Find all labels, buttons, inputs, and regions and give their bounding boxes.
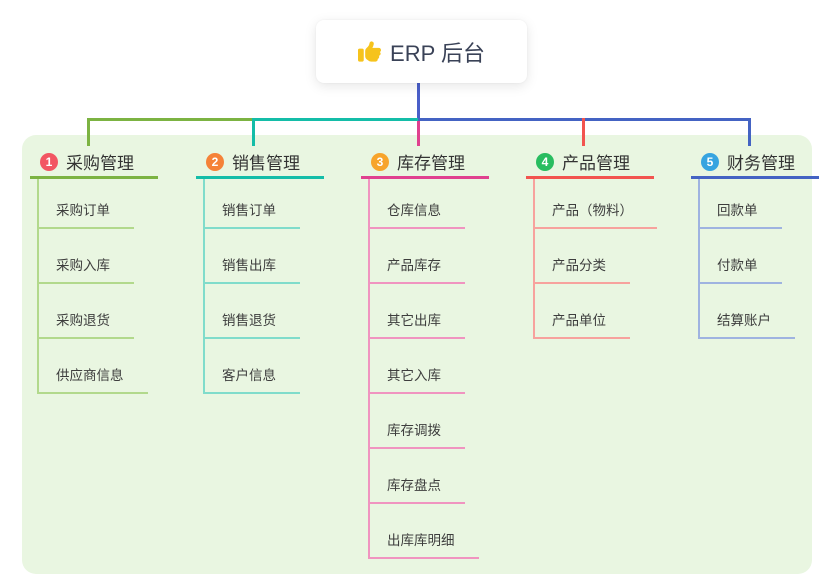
connector-child-spine-3 — [368, 176, 370, 559]
branch-number-badge: 1 — [40, 152, 58, 171]
connector-child-spine-5 — [698, 176, 700, 339]
branch-number-badge: 3 — [371, 152, 389, 171]
connector-drop-2 — [252, 118, 255, 146]
child-node-3-3[interactable]: 其它出库 — [368, 305, 465, 339]
connector-drop-4 — [582, 118, 585, 146]
branch-number-badge: 4 — [536, 152, 554, 171]
connector-child-spine-1 — [37, 176, 39, 394]
branch-number-badge: 2 — [206, 152, 224, 171]
child-node-2-3[interactable]: 销售退货 — [203, 305, 300, 339]
connector-child-spine-2 — [203, 176, 205, 394]
child-node-5-1[interactable]: 回款单 — [698, 195, 782, 229]
child-node-2-2[interactable]: 销售出库 — [203, 250, 300, 284]
child-node-3-1[interactable]: 仓库信息 — [368, 195, 465, 229]
branch-node-3[interactable]: 3 库存管理 — [361, 147, 489, 179]
connector-drop-3 — [417, 121, 420, 146]
child-node-3-7[interactable]: 出库库明细 — [368, 525, 479, 559]
root-label: ERP 后台 — [390, 40, 485, 66]
child-node-5-2[interactable]: 付款单 — [698, 250, 782, 284]
child-node-1-3[interactable]: 采购退货 — [37, 305, 134, 339]
child-node-3-4[interactable]: 其它入库 — [368, 360, 465, 394]
child-node-4-1[interactable]: 产品（物料） — [533, 195, 657, 229]
child-node-1-4[interactable]: 供应商信息 — [37, 360, 148, 394]
child-node-4-2[interactable]: 产品分类 — [533, 250, 630, 284]
mindmap-background-panel — [22, 135, 812, 574]
branch-label: 财务管理 — [727, 154, 795, 173]
root-node[interactable]: ERP 后台 — [316, 20, 527, 83]
child-node-3-5[interactable]: 库存调拨 — [368, 415, 465, 449]
child-node-5-3[interactable]: 结算账户 — [698, 305, 795, 339]
branch-node-4[interactable]: 4 产品管理 — [526, 147, 654, 179]
connector-child-spine-4 — [533, 176, 535, 339]
branch-number-badge: 5 — [701, 152, 719, 171]
connector-bus-middle — [253, 118, 419, 121]
branch-label: 产品管理 — [562, 154, 630, 173]
child-node-3-2[interactable]: 产品库存 — [368, 250, 465, 284]
child-node-2-1[interactable]: 销售订单 — [203, 195, 300, 229]
branch-label: 销售管理 — [232, 154, 300, 173]
child-node-1-1[interactable]: 采购订单 — [37, 195, 134, 229]
child-node-1-2[interactable]: 采购入库 — [37, 250, 134, 284]
connector-drop-5 — [748, 118, 751, 146]
child-node-4-3[interactable]: 产品单位 — [533, 305, 630, 339]
branch-node-2[interactable]: 2 销售管理 — [196, 147, 324, 179]
thumbs-up-icon — [358, 40, 382, 63]
branch-label: 采购管理 — [66, 154, 134, 173]
child-node-2-4[interactable]: 客户信息 — [203, 360, 300, 394]
connector-drop-1 — [87, 118, 90, 146]
connector-bus-left — [88, 118, 254, 121]
branch-node-1[interactable]: 1 采购管理 — [30, 147, 158, 179]
connector-root-vertical — [417, 83, 420, 118]
child-node-3-6[interactable]: 库存盘点 — [368, 470, 465, 504]
branch-node-5[interactable]: 5 财务管理 — [691, 147, 819, 179]
branch-label: 库存管理 — [397, 154, 465, 173]
